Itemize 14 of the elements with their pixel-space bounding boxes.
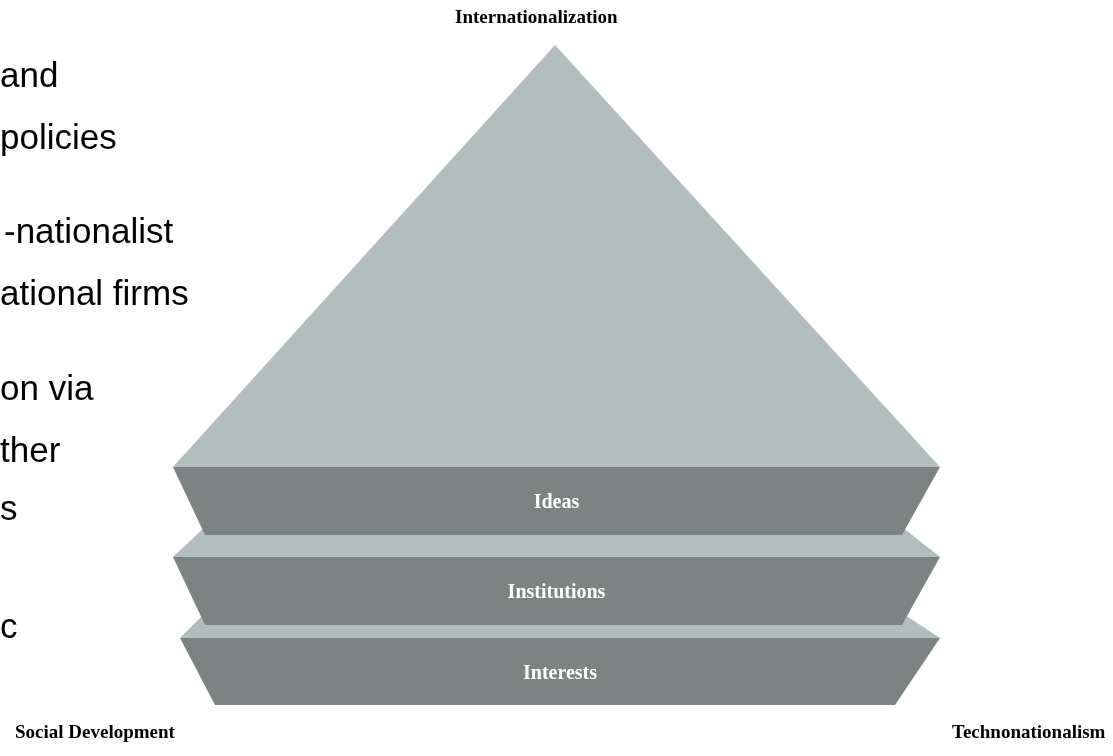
axis-label: Technonationalism bbox=[952, 722, 1106, 741]
axis-label: Social Development bbox=[15, 722, 175, 741]
text-fragment: and bbox=[0, 57, 59, 92]
text-fragment: c bbox=[0, 608, 18, 643]
pyramid-layer: Ideas bbox=[173, 467, 940, 535]
pyramid-layer: Interests bbox=[180, 638, 940, 705]
text-fragment: s bbox=[0, 490, 18, 525]
text-fragment: ational firms bbox=[0, 275, 189, 310]
text-fragment: ther bbox=[0, 432, 61, 467]
text-fragment: -nationalist bbox=[4, 213, 174, 248]
text-fragment: policies bbox=[0, 119, 117, 154]
text-fragment: on via bbox=[0, 370, 94, 405]
axis-label: Internationalization bbox=[455, 7, 618, 26]
pyramid-layer: Institutions bbox=[173, 557, 940, 625]
